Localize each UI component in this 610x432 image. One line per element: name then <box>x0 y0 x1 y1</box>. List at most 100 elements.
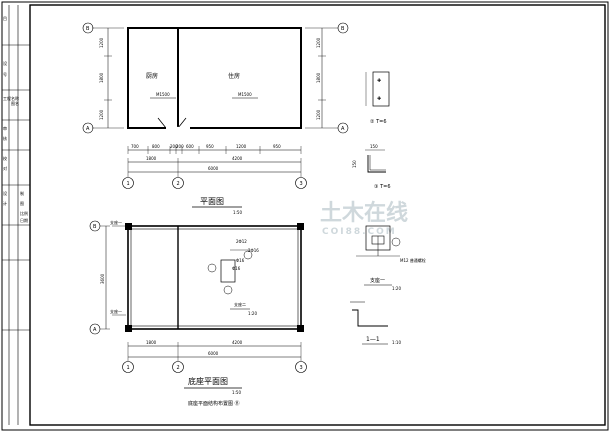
detail4-title: 支座一 <box>370 277 385 284</box>
plan2-dim-b-2: 4200 <box>232 340 243 345</box>
plan2-corner-4 <box>297 325 304 332</box>
plan1-axis-A-left-label: A <box>86 126 90 132</box>
detail3-label: ③ T=6 <box>374 184 391 190</box>
plan2-scale: 1:50 <box>232 390 241 395</box>
plan1-title: 平面图 <box>200 197 224 206</box>
floor-plan: 厨房 住房 M1500 M1500 1200 1800 1200 1200 18… <box>82 22 349 215</box>
plan2-axis-B <box>89 220 101 232</box>
plan1-axis-B-right <box>337 22 349 34</box>
plan2-corner-1 <box>125 223 132 230</box>
bracket-note-2: Φ16 <box>236 258 245 263</box>
bracket-callout-3 <box>223 285 233 295</box>
detail-plate-2: ✚ ✚ ② T=6 <box>365 71 390 125</box>
plan2-dim-left: 3600 <box>100 273 105 284</box>
door-tag-left: M1500 <box>156 92 170 97</box>
plate2-bolt-2: ✚ <box>377 96 381 102</box>
tb-field-10: 设 <box>3 190 7 196</box>
bracket-callout-1 <box>207 263 217 273</box>
plan2-axis-A <box>89 323 101 335</box>
watermark-sub: COI88.COM <box>322 227 397 237</box>
bracket-scale: 1:20 <box>248 311 257 316</box>
plan1-dim-left-2: 1800 <box>99 72 104 83</box>
plan1-dim-b2-1: 1800 <box>146 156 157 161</box>
plan2-title: 底座平面图 <box>188 376 228 386</box>
plan1-axis-A-left <box>82 122 94 134</box>
plan1-axis-A-right <box>337 122 349 134</box>
plan2-corner-3 <box>125 325 132 332</box>
tb-field-14: 比例 <box>20 210 28 216</box>
plan1-door-left-leaf <box>157 117 167 129</box>
plan1-dim-right-1: 1200 <box>316 37 321 48</box>
plan2-dim-total: 6000 <box>208 351 219 356</box>
plan1-dim-b1-2: 800 <box>152 144 160 149</box>
plan1-dim-right-3: 1200 <box>316 109 321 120</box>
plan2-corner-2 <box>297 223 304 230</box>
bracket-body <box>220 259 236 283</box>
plan1-dim-b2-2: 4200 <box>232 156 243 161</box>
plan1-dim-b1-7: 1200 <box>236 144 247 149</box>
detail3-dim-2: 150 <box>370 144 378 149</box>
watermark-text: 土木在线 <box>320 200 408 226</box>
plan1-axis-1 <box>122 177 134 189</box>
plan1-dim-left-1: 1200 <box>99 37 104 48</box>
detail5-scale: 1:10 <box>392 340 401 345</box>
tb-field-11: 计 <box>3 200 7 206</box>
watermark: 土木在线 COI88.COM <box>320 200 408 237</box>
plan2-axis-2-label: 2 <box>177 365 180 371</box>
tb-field-3: 号 <box>3 71 7 77</box>
detail-section-1-1: 1—1 1:10 <box>350 301 401 345</box>
tb-field-9: 对 <box>3 165 7 171</box>
detail4-bolt-note: M12 普通螺栓 <box>400 257 426 263</box>
detail3-dim-1: 150 <box>352 160 357 168</box>
plan2-axis-3 <box>295 361 307 373</box>
detail2-label: ② T=6 <box>370 119 387 125</box>
room-right-label: 住房 <box>228 72 240 80</box>
tb-field-2: 设 <box>3 60 7 66</box>
plan1-dim-b1-8: 950 <box>273 144 281 149</box>
detail-angle-3: 150 150 ③ T=6 <box>352 144 391 190</box>
detail4-scale: 1:20 <box>392 286 401 291</box>
plan2-axis-1-label: 1 <box>127 365 130 371</box>
plan1-axis-2-label: 2 <box>177 181 180 187</box>
plan1-dim-right-2: 1800 <box>316 72 321 83</box>
tb-field-8: 校 <box>3 155 7 161</box>
tb-field-13: 图 <box>20 200 24 206</box>
plan1-dim-b1-3: 200 <box>170 144 178 149</box>
tb-field-4: 工程名称 <box>3 95 19 101</box>
plan2-axis-3-label: 3 <box>300 365 303 371</box>
plan2-side-label-top: 支座一 <box>110 219 122 225</box>
plan1-scale: 1:50 <box>233 210 242 215</box>
detail5-label: 1—1 <box>366 336 380 343</box>
plan1-axis-3-label: 3 <box>300 181 303 187</box>
plate2-bolt-1: ✚ <box>377 78 381 84</box>
bracket-note-3: 2Φ16 <box>248 248 259 253</box>
plan2-axis-1 <box>122 361 134 373</box>
plan2-inner <box>130 228 299 327</box>
detail-support-1: M12 普通螺栓 支座一 1:20 <box>356 225 426 291</box>
plan1-axis-B-left-label: B <box>86 26 90 32</box>
door-tag-right: M1500 <box>238 92 252 97</box>
tb-field-7: 核 <box>3 135 7 141</box>
plan1-dim-b1-5: 600 <box>186 144 194 149</box>
plan1-dim-b1-4: 200 <box>176 144 184 149</box>
room-left-label: 厨房 <box>146 72 158 80</box>
plan1-dim-b1-6: 950 <box>206 144 214 149</box>
plan1-axis-1-label: 1 <box>127 181 130 187</box>
tb-field-5: 图名 <box>11 100 19 106</box>
plan1-axis-3 <box>295 177 307 189</box>
inner-frame <box>29 4 606 426</box>
tb-field-12: 制 <box>20 190 24 196</box>
bracket-title: 支座二 <box>234 301 246 307</box>
bracket-callout-2 <box>243 250 253 260</box>
plan2-axis-B-label: B <box>93 224 97 230</box>
bracket-note-4: Φ16 <box>232 266 241 271</box>
plan1-axis-B-left <box>82 22 94 34</box>
plan2-axis-A-label: A <box>93 327 97 333</box>
bracket-note-1: 2Φ12 <box>236 239 247 244</box>
plan2-dim-b-1: 1800 <box>146 340 157 345</box>
plan1-dim-left-3: 1200 <box>99 109 104 120</box>
plan2-outer <box>127 225 302 330</box>
plan1-axis-2 <box>172 177 184 189</box>
